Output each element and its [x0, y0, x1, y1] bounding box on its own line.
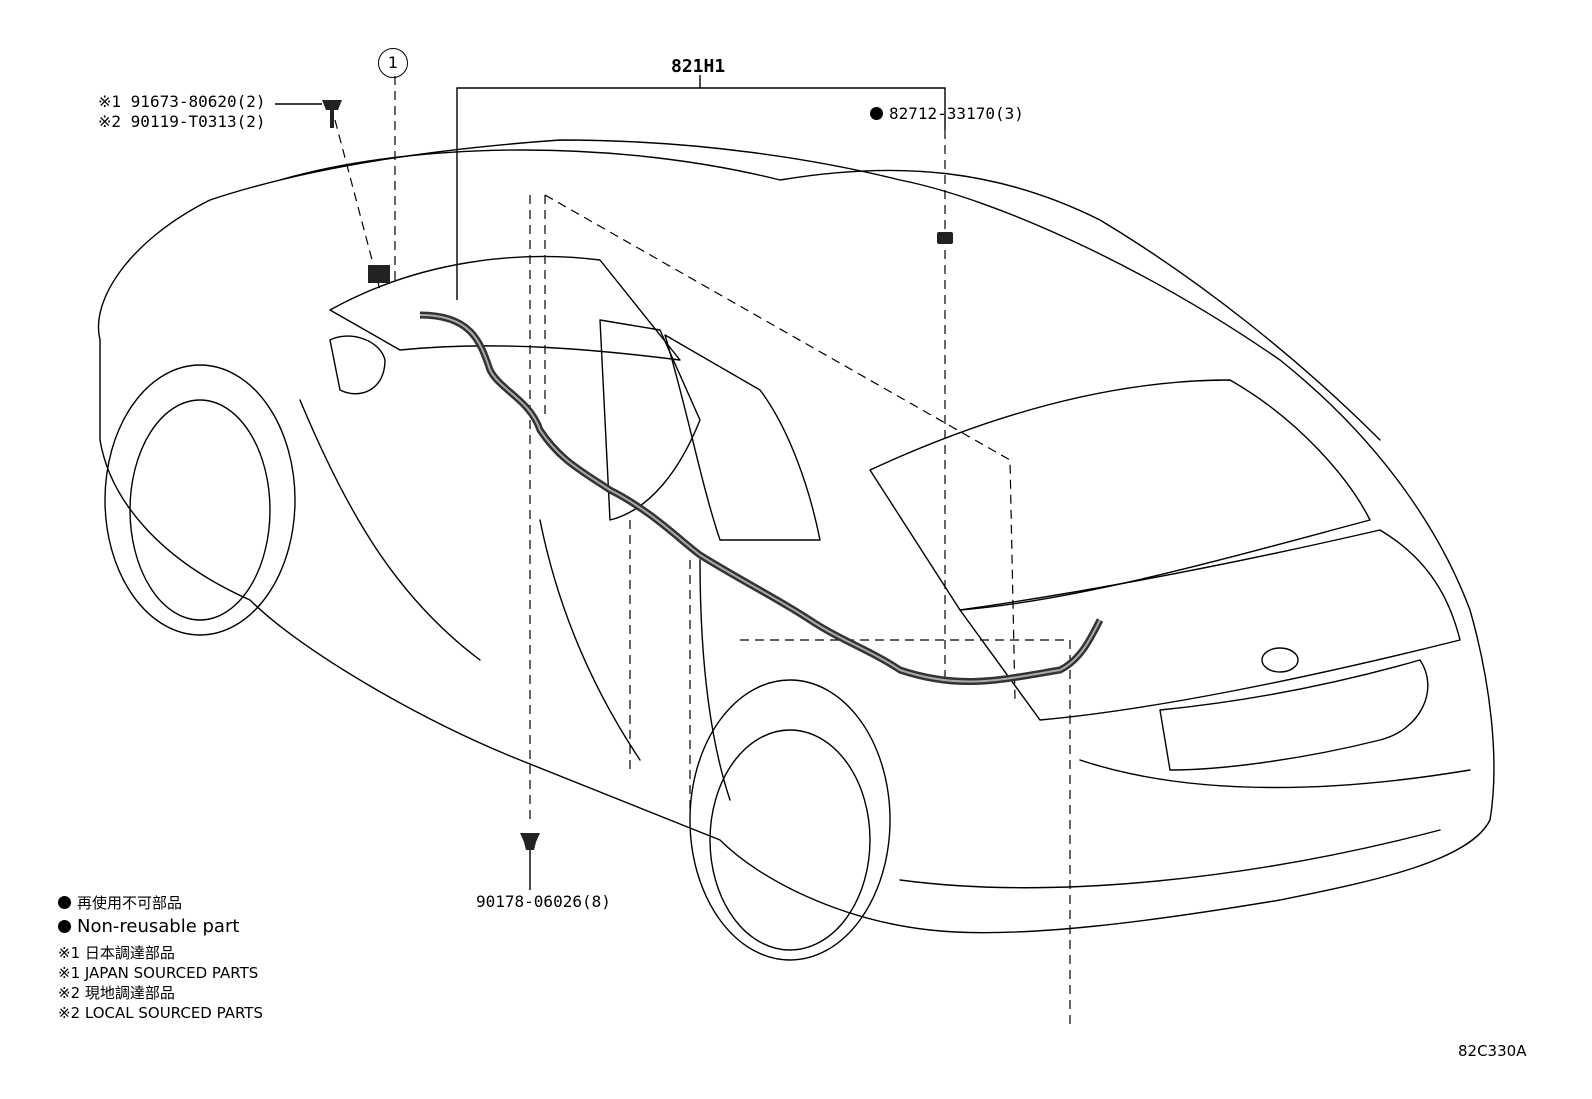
legend-nonreusable-en: Non-reusable part: [58, 917, 239, 937]
bolt-part: [322, 100, 342, 128]
legend-local-ja: ※2 現地調達部品: [58, 984, 175, 1002]
nonreusable-dot-icon: [870, 107, 883, 120]
tail-light: [1159, 659, 1429, 771]
rear-emblem: [1261, 647, 1299, 673]
reference-code: 82C330A: [1458, 1042, 1527, 1060]
front-wheel-arch: [104, 364, 296, 636]
harness-bracket: [456, 75, 946, 300]
clip-bottom-part: [520, 833, 540, 850]
side-window-rear: [664, 334, 821, 541]
side-window-front: [599, 319, 701, 521]
rear-bumper: [899, 759, 1471, 889]
door-lines: [299, 399, 731, 801]
legend-dot-icon: [58, 920, 71, 933]
bolt-part-number-japan: ※1 91673-80620(2): [98, 92, 266, 111]
rear-wheel-arch: [689, 679, 891, 961]
harness-part-number: 821H1: [671, 56, 726, 77]
clip-top-part-number: 82712-33170(3): [870, 105, 1024, 123]
rear-wheel: [709, 729, 871, 951]
dashed-box-harness: [544, 194, 1071, 1025]
bolt-part-number-local: ※2 90119-T0313(2): [98, 112, 266, 131]
roof-line: [279, 149, 1381, 441]
front-wheel: [129, 399, 271, 621]
clip-top-part: [937, 232, 953, 244]
clip-bottom-part-number: 90178-06026(8): [476, 892, 611, 911]
legend-japan-en: ※1 JAPAN SOURCED PARTS: [58, 964, 259, 982]
legend-dot-icon: [58, 896, 71, 909]
side-mirror: [329, 335, 386, 395]
wire-harness: [419, 311, 1104, 685]
car-body-outline: [97, 139, 1495, 934]
legend-local-en: ※2 LOCAL SOURCED PARTS: [58, 1004, 263, 1022]
legend-nonreusable-ja: 再使用不可部品: [58, 893, 182, 913]
trunk-lid: [959, 529, 1461, 721]
dashed-line-bolt: [334, 119, 381, 291]
callout-1: 1: [378, 48, 408, 78]
bracket-part: [368, 265, 390, 283]
legend-japan-ja: ※1 日本調達部品: [58, 944, 175, 962]
